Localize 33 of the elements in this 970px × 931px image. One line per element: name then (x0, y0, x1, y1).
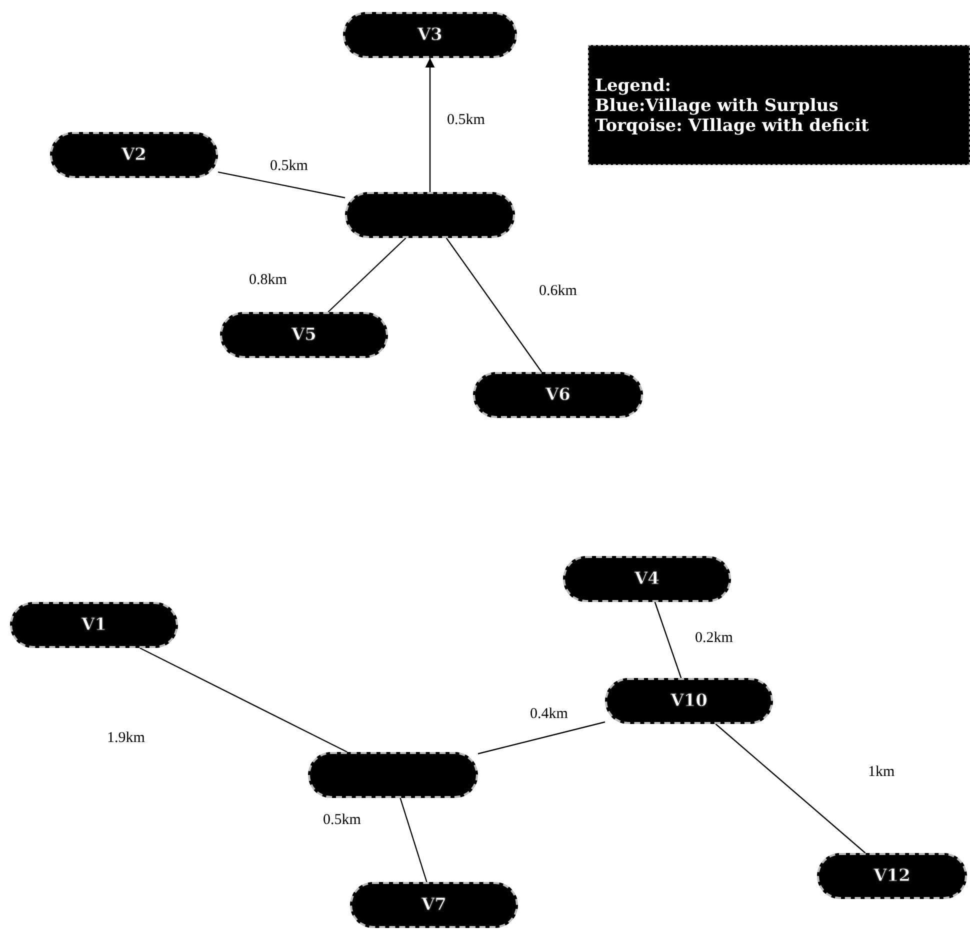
connector-line (218, 171, 346, 198)
legend-text: Torqoise: VIllage with deficit (595, 116, 870, 136)
village-node (563, 556, 731, 602)
connector-line (140, 647, 348, 753)
legend-panel (588, 45, 970, 165)
connector-line (446, 238, 542, 372)
connector-line (715, 724, 866, 854)
node-label: V12 (874, 866, 910, 886)
village-node (350, 882, 518, 928)
node-label: V7 (421, 895, 447, 915)
node-label: V6 (545, 385, 571, 405)
village-node (817, 853, 967, 899)
node-label: V2 (121, 145, 147, 165)
node-label: V4 (634, 569, 660, 589)
village-node (605, 678, 773, 724)
village-node (343, 12, 517, 58)
connector-line (654, 602, 682, 678)
village-node (473, 372, 643, 418)
node-label: V10 (670, 691, 708, 711)
node-label: V3 (417, 25, 443, 45)
connector-line (328, 238, 406, 312)
node-label: V5 (291, 325, 317, 345)
legend-text: Legend: (595, 76, 672, 96)
arrow (425, 58, 435, 192)
legend-text: Blue:Village with Surplus (595, 96, 840, 116)
connector-line (400, 798, 428, 882)
connector-line (478, 721, 606, 754)
village-node (10, 602, 178, 648)
empty-pill-node (308, 752, 478, 798)
village-node (220, 312, 388, 358)
village-node (50, 132, 218, 178)
node-label: V1 (81, 615, 107, 635)
empty-pill-node (345, 192, 515, 238)
